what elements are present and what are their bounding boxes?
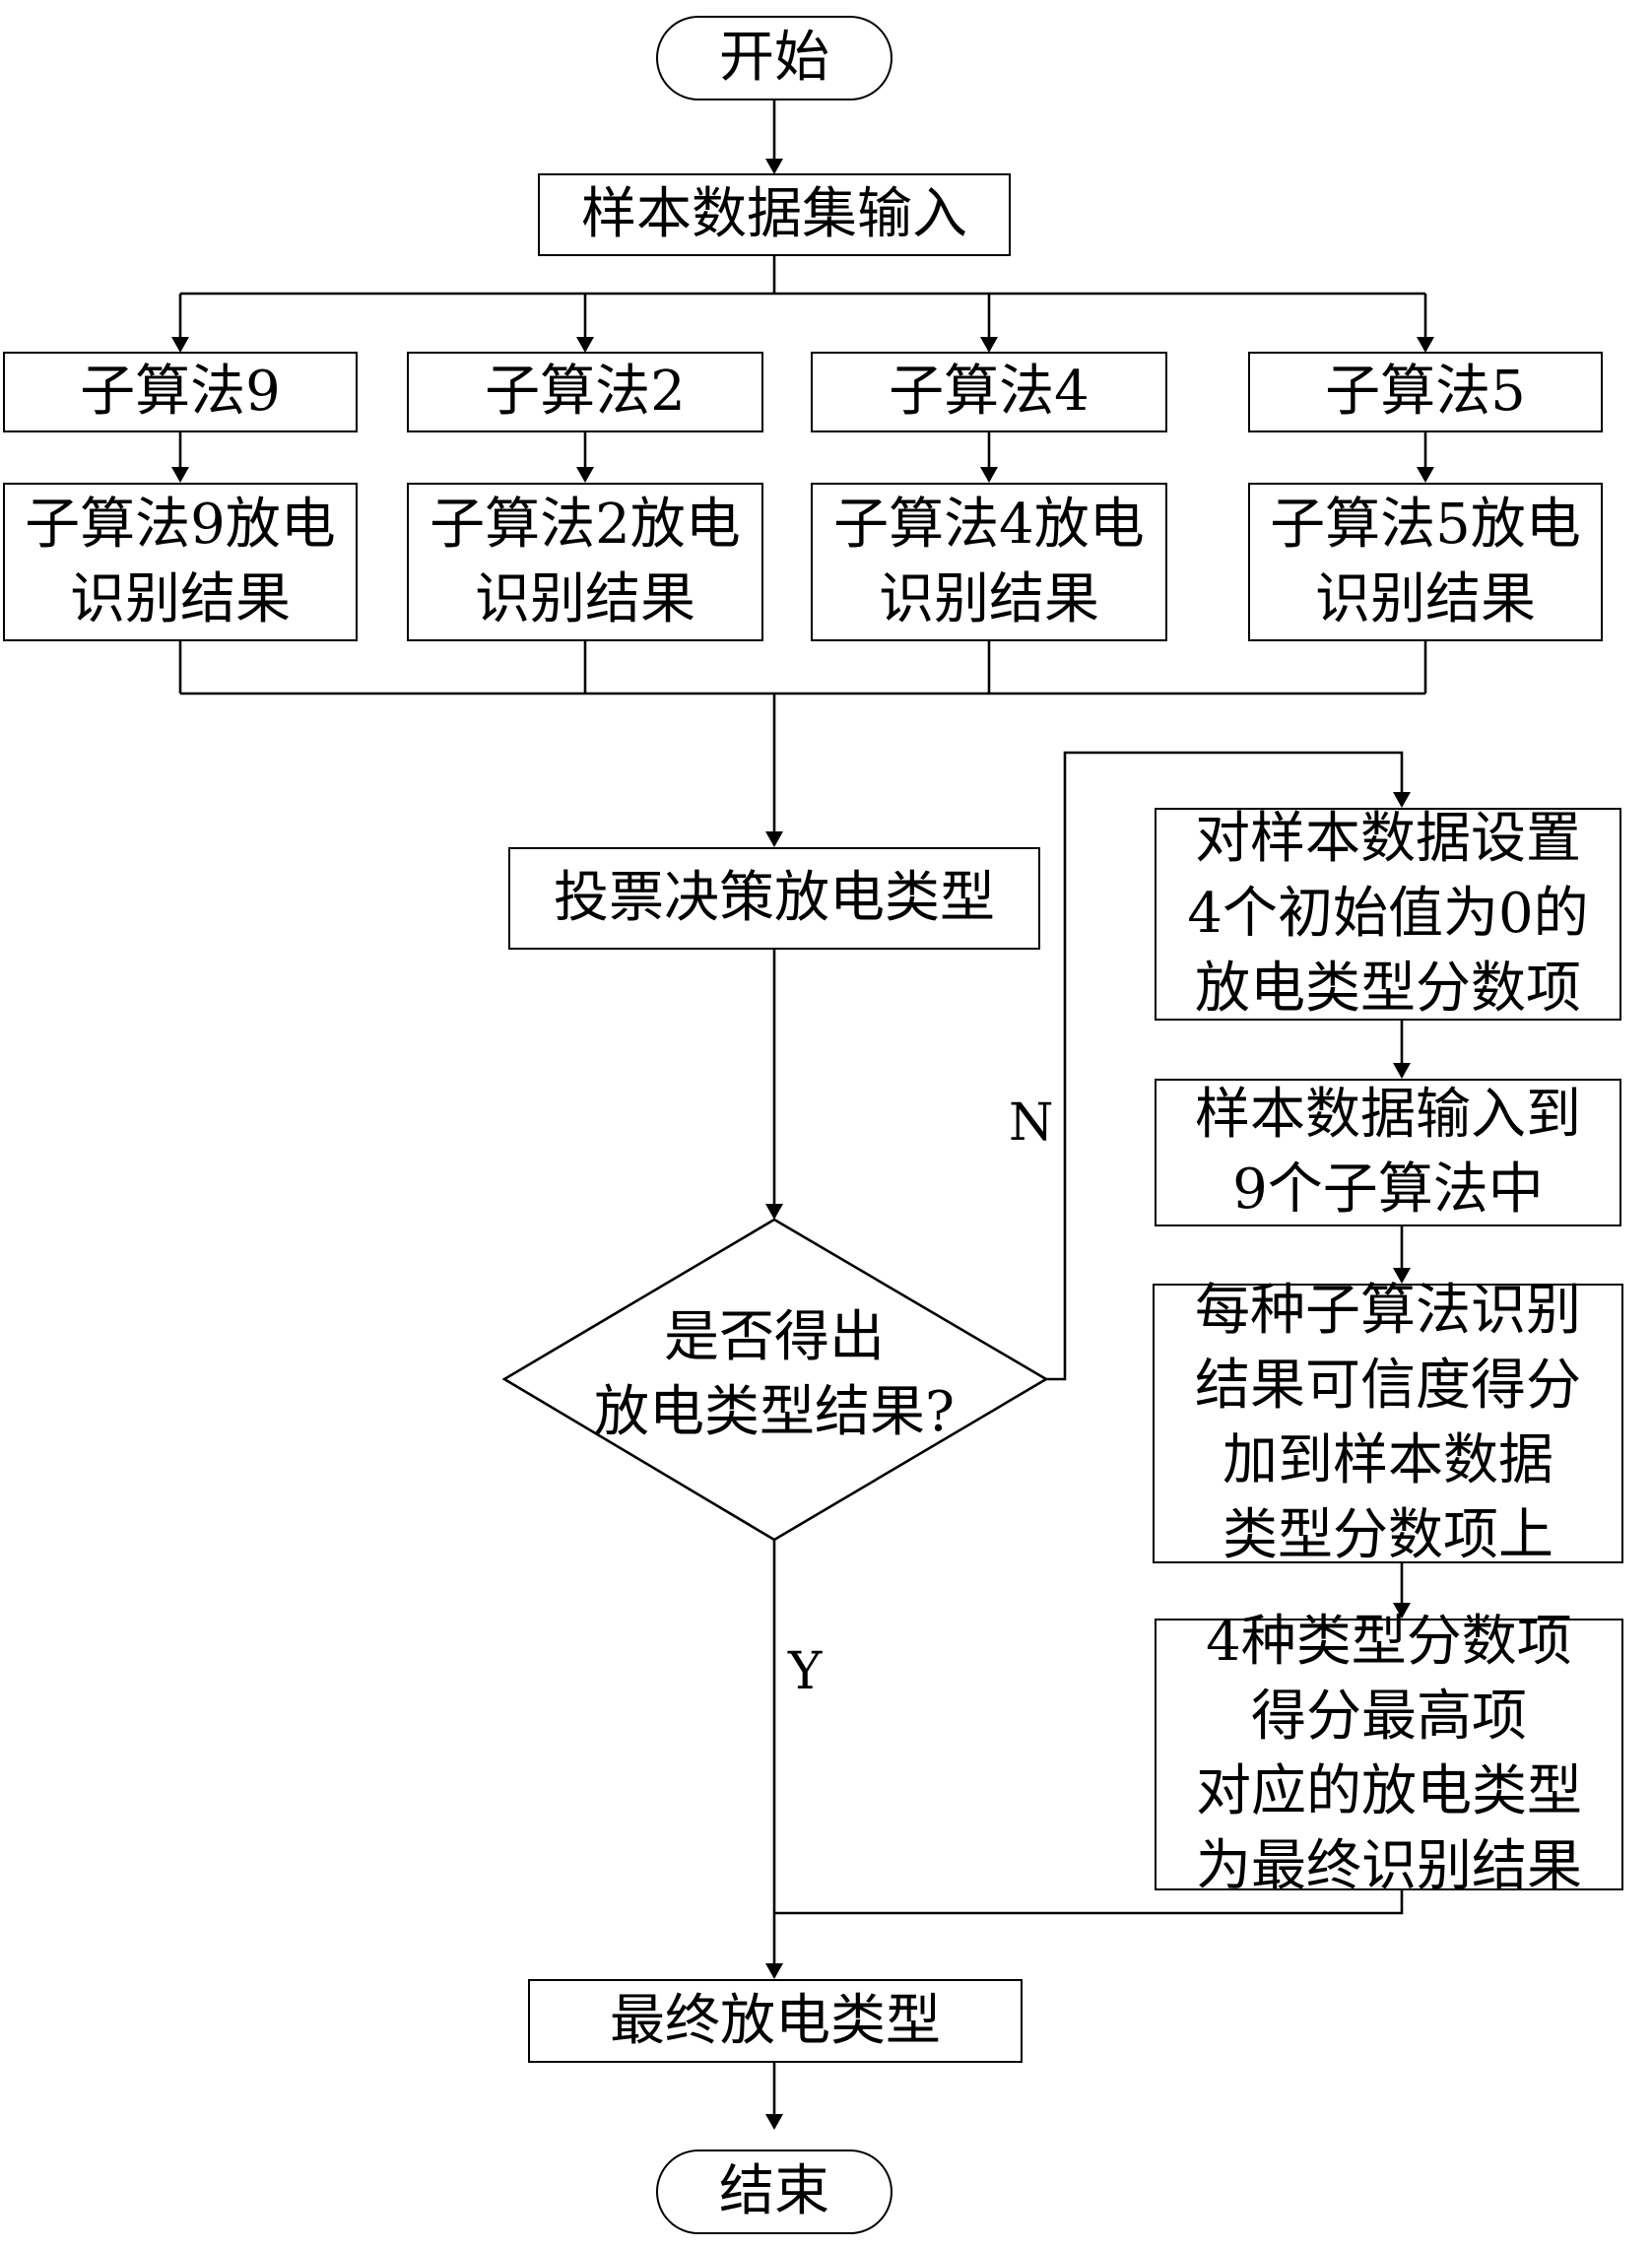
result2-node: 子算法2放电 识别结果: [407, 483, 763, 641]
algo4-node: 子算法4: [811, 352, 1167, 432]
decision-line2: 放电类型结果?: [593, 1380, 956, 1444]
final-node: 最终放电类型: [528, 1979, 1023, 2063]
algo5-node: 子算法5: [1248, 352, 1603, 432]
step1-line3: 放电类型分数项: [1195, 957, 1581, 1021]
result9-line1: 子算法9放电: [25, 492, 336, 557]
result5-line1: 子算法5放电: [1270, 492, 1581, 557]
result9-line2: 识别结果: [70, 566, 291, 631]
vote-label: 投票决策放电类型: [554, 866, 995, 930]
step1-line1: 对样本数据设置: [1195, 807, 1581, 871]
decision-line1: 是否得出: [664, 1305, 885, 1369]
result2-line1: 子算法2放电: [430, 492, 741, 557]
result4-line2: 识别结果: [879, 566, 1099, 631]
input-label: 样本数据集输入: [581, 182, 967, 246]
step4-line3: 对应的放电类型: [1196, 1759, 1582, 1823]
end-terminal: 结束: [656, 2150, 892, 2234]
step4-node: 4种类型分数项 得分最高项 对应的放电类型 为最终识别结果: [1155, 1610, 1623, 1898]
result4-line1: 子算法4放电: [833, 492, 1145, 557]
step3-node: 每种子算法识别 结果可信度得分 加到样本数据 类型分数项上: [1153, 1279, 1623, 1567]
start-label: 开始: [719, 26, 829, 90]
step3-line4: 类型分数项上: [1222, 1503, 1553, 1567]
result2-line2: 识别结果: [475, 566, 695, 631]
step1-line2: 4个初始值为0的: [1187, 882, 1589, 946]
step1-node: 对样本数据设置 4个初始值为0的 放电类型分数项: [1155, 807, 1621, 1021]
vote-node: 投票决策放电类型: [508, 847, 1040, 950]
final-label: 最终放电类型: [610, 1988, 941, 2053]
step3-line3: 加到样本数据: [1222, 1428, 1553, 1492]
step4-line4: 为最终识别结果: [1196, 1834, 1582, 1898]
result5-line2: 识别结果: [1315, 566, 1536, 631]
decision-text: 是否得出 放电类型结果?: [552, 1300, 997, 1450]
step3-line1: 每种子算法识别: [1195, 1279, 1581, 1343]
algo2-label: 子算法2: [485, 360, 686, 424]
yes-branch-label: Y: [788, 1642, 823, 1701]
edge-decision-no: [1046, 751, 1411, 1381]
result9-node: 子算法9放电 识别结果: [3, 483, 358, 641]
step2-line2: 9个子算法中: [1232, 1158, 1544, 1222]
algo9-label: 子算法9: [80, 360, 281, 424]
no-branch-label: N: [1009, 1093, 1054, 1153]
edge-step4-join: [774, 1889, 1404, 1915]
input-node: 样本数据集输入: [538, 173, 1011, 256]
start-terminal: 开始: [656, 16, 892, 100]
algo4-label: 子算法4: [889, 360, 1090, 424]
algo2-node: 子算法2: [407, 352, 763, 432]
step4-line2: 得分最高项: [1251, 1685, 1527, 1749]
step4-line1: 4种类型分数项: [1206, 1610, 1572, 1674]
step3-line2: 结果可信度得分: [1195, 1354, 1581, 1418]
result5-node: 子算法5放电 识别结果: [1248, 483, 1603, 641]
algo9-node: 子算法9: [3, 352, 358, 432]
end-label: 结束: [719, 2159, 829, 2223]
step2-node: 样本数据输入到 9个子算法中: [1155, 1079, 1621, 1226]
result4-node: 子算法4放电 识别结果: [811, 483, 1167, 641]
step2-line1: 样本数据输入到: [1195, 1083, 1581, 1147]
algo5-label: 子算法5: [1325, 360, 1526, 424]
